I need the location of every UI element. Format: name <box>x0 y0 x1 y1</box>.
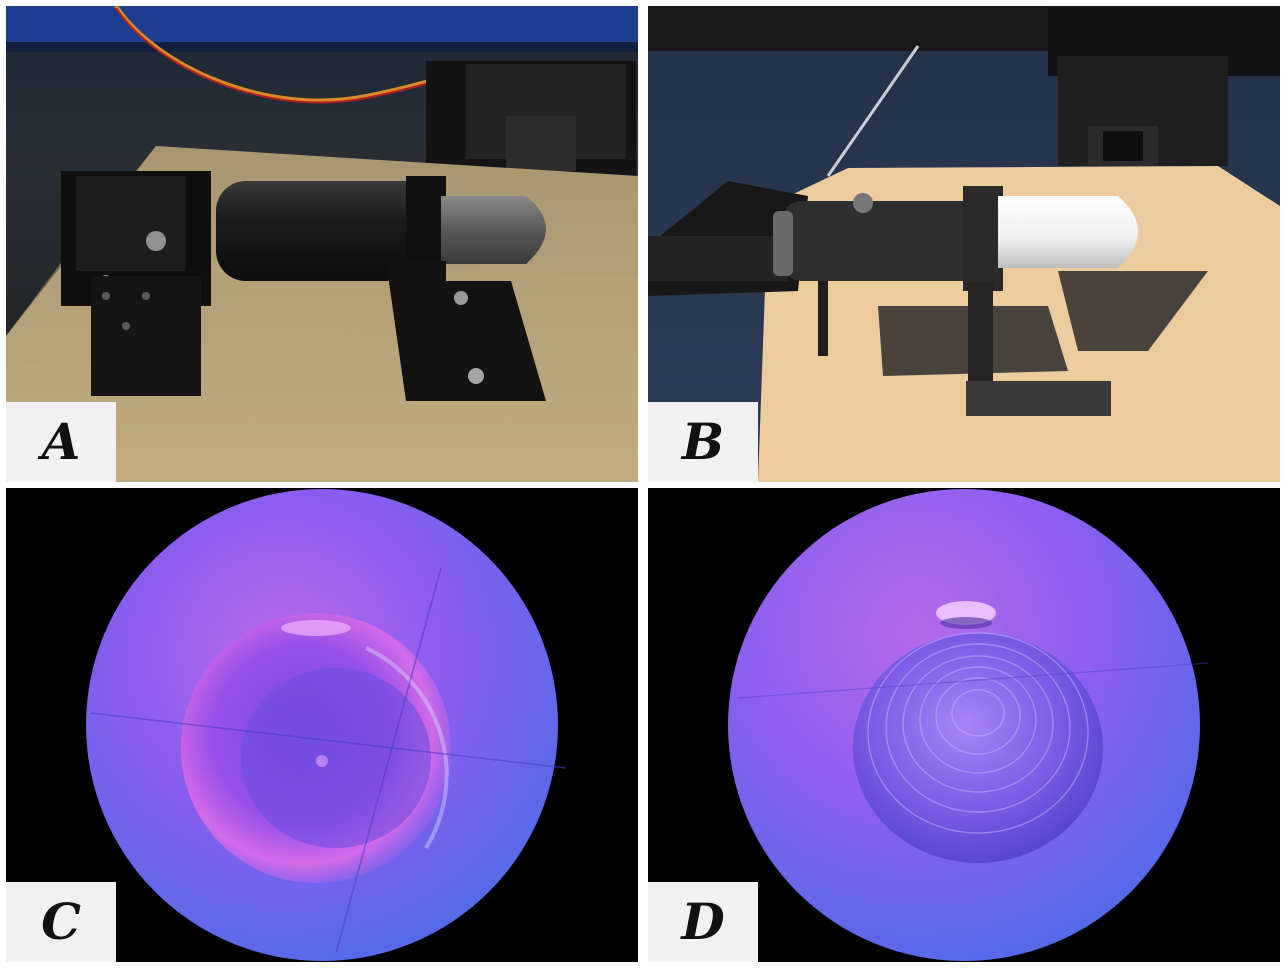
panel-label-box: A <box>6 402 116 482</box>
panel-b: B <box>648 6 1280 482</box>
panel-label-box: C <box>6 882 116 962</box>
panel-label-box: D <box>648 882 758 962</box>
photo-real-setup <box>6 6 638 482</box>
panel-label: A <box>41 412 81 471</box>
panel-label-box: B <box>648 402 758 482</box>
tactile-image-sim <box>728 489 1209 961</box>
render-sim-setup <box>648 6 1280 482</box>
tactile-image-real <box>86 489 567 961</box>
panel-label: B <box>681 412 725 471</box>
panel-c: C <box>6 488 638 962</box>
panel-d: D <box>648 488 1280 962</box>
panel-label: C <box>41 892 81 951</box>
panel-a: A <box>6 6 638 482</box>
panel-label: D <box>681 892 725 951</box>
